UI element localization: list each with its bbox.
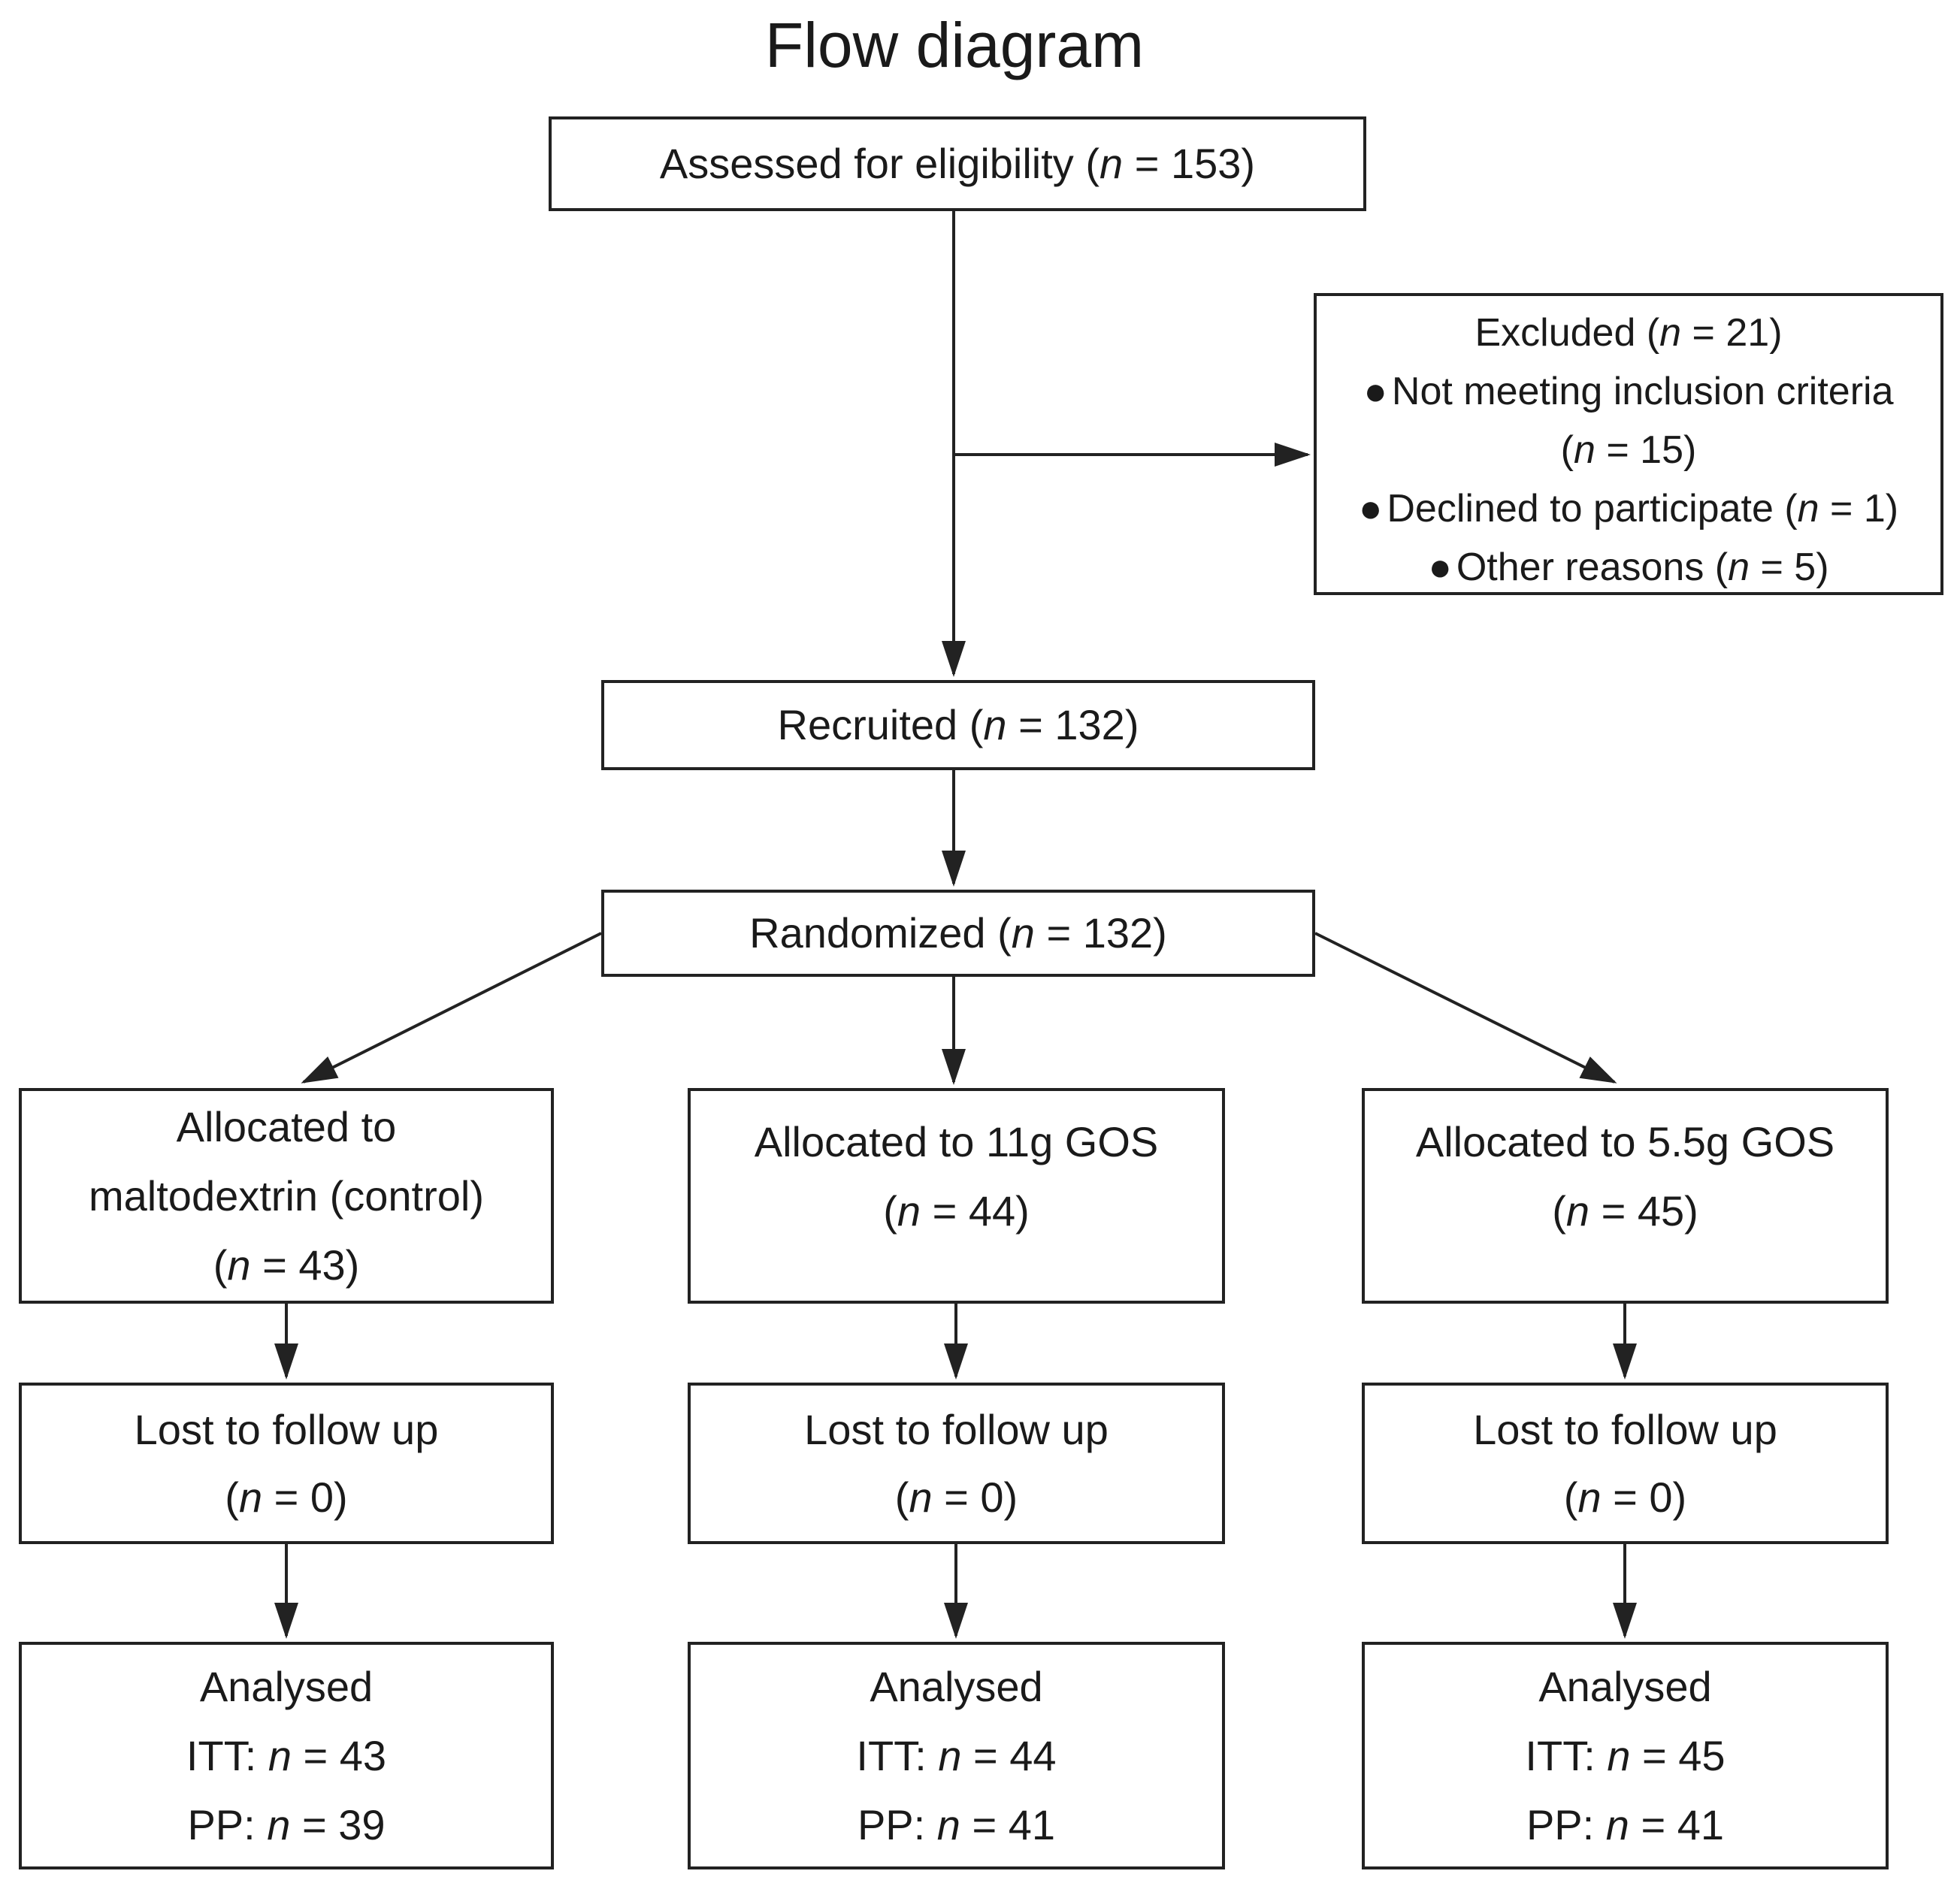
box-line: (n = 43) xyxy=(213,1241,360,1289)
box-line: Allocated to 5.5g GOS xyxy=(1415,1118,1835,1165)
box-recruited: Recruited (n = 132) xyxy=(601,680,1315,770)
box-line: (n = 0) xyxy=(894,1473,1018,1521)
box-line: Randomized (n = 132) xyxy=(749,909,1167,957)
box-analysed-control: Analysed ITT: n = 43 PP: n = 39 xyxy=(19,1642,554,1869)
box-line: (n = 45) xyxy=(1552,1187,1698,1235)
box-allocated-11g-gos: Allocated to 11g GOS (n = 44) xyxy=(688,1088,1225,1304)
box-lost-followup-5-5g-gos: Lost to follow up (n = 0) xyxy=(1362,1383,1889,1544)
box-line: Analysed xyxy=(870,1662,1043,1710)
box-lost-followup-11g-gos: Lost to follow up (n = 0) xyxy=(688,1383,1225,1544)
box-allocated-5-5g-gos: Allocated to 5.5g GOS (n = 45) xyxy=(1362,1088,1889,1304)
box-lost-followup-control: Lost to follow up (n = 0) xyxy=(19,1383,554,1544)
box-analysed-5-5g-gos: Analysed ITT: n = 45 PP: n = 41 xyxy=(1362,1642,1889,1869)
arrow-randomized-to-5-5g xyxy=(1314,932,1617,1084)
box-line: PP: n = 41 xyxy=(857,1800,1056,1848)
box-line: Analysed xyxy=(199,1662,374,1710)
box-line: ●Not meeting inclusion criteria xyxy=(1317,362,1940,421)
arrow-randomized-to-control xyxy=(301,932,602,1084)
box-line: ITT: n = 44 xyxy=(856,1731,1057,1779)
box-line: (n = 0) xyxy=(1563,1473,1687,1521)
page-title: Flow diagram xyxy=(764,10,1145,80)
excluded-reason: Not meeting inclusion criteria xyxy=(1391,370,1894,413)
box-line: Excluded (n = 21) xyxy=(1475,311,1783,355)
box-line: Lost to follow up xyxy=(134,1405,439,1453)
excluded-reason: Other reasons (n = 5) xyxy=(1456,546,1829,589)
box-excluded: Excluded (n = 21) ●Not meeting inclusion… xyxy=(1314,293,1943,595)
bullet-icon: ● xyxy=(1363,370,1387,413)
bullet-icon: ● xyxy=(1428,546,1452,589)
bullet-icon: ● xyxy=(1358,487,1383,530)
box-allocated-control: Allocated to maltodextrin (control) (n =… xyxy=(19,1088,554,1304)
box-analysed-11g-gos: Analysed ITT: n = 44 PP: n = 41 xyxy=(688,1642,1225,1869)
box-line: ITT: n = 45 xyxy=(1525,1731,1726,1779)
box-line: ●Other reasons (n = 5) xyxy=(1317,538,1940,597)
box-line: Lost to follow up xyxy=(804,1405,1109,1453)
box-line: Lost to follow up xyxy=(1473,1405,1777,1453)
box-line: Allocated to 11g GOS xyxy=(754,1118,1159,1165)
box-line: PP: n = 41 xyxy=(1526,1800,1725,1848)
excluded-reason: Declined to participate (n = 1) xyxy=(1387,487,1899,530)
box-assessed-eligibility: Assessed for eligibility (n = 153) xyxy=(549,116,1366,211)
box-line: Allocated to xyxy=(176,1102,397,1150)
box-line: PP: n = 39 xyxy=(187,1800,386,1848)
box-randomized: Randomized (n = 132) xyxy=(601,890,1315,977)
box-line: Recruited (n = 132) xyxy=(777,701,1139,748)
box-line: (n = 15) xyxy=(1560,428,1697,472)
box-line: Assessed for eligibility (n = 153) xyxy=(659,140,1256,187)
box-line: (n = 0) xyxy=(225,1473,348,1521)
box-line: Analysed xyxy=(1538,1662,1712,1710)
box-line: (n = 44) xyxy=(883,1187,1030,1235)
box-line: ITT: n = 43 xyxy=(186,1731,387,1779)
box-line: maltodextrin (control) xyxy=(89,1171,484,1220)
box-line: ●Declined to participate (n = 1) xyxy=(1317,479,1940,538)
